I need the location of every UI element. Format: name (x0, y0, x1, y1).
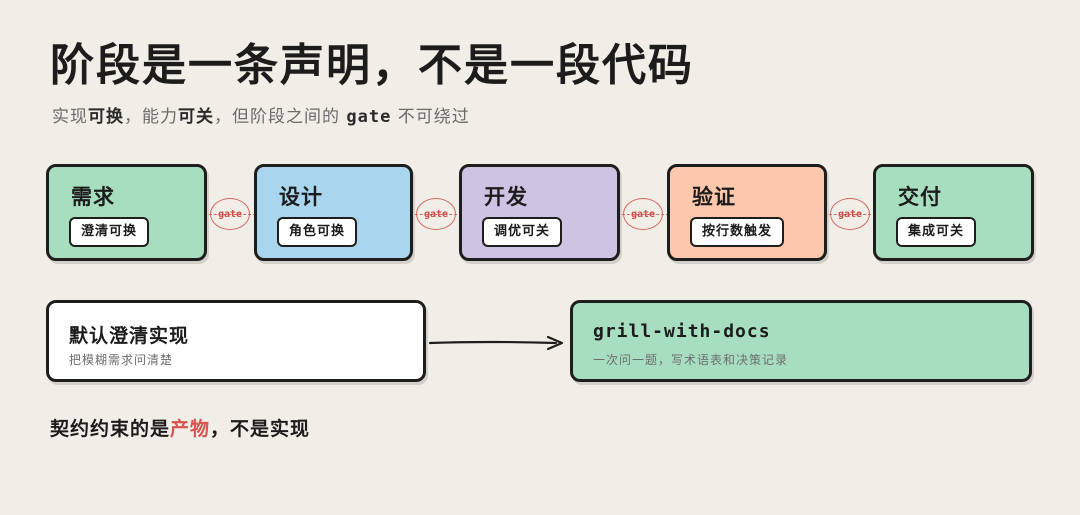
stage-name: 开发 (484, 185, 528, 209)
footer-part: 契约约束的是 (50, 418, 171, 440)
grill-with-docs-title: grill-with-docs (593, 321, 771, 342)
page-title: 阶段是一条声明，不是一段代码 (50, 40, 694, 91)
stage-name: 交付 (898, 185, 942, 209)
gate-3: gate (617, 198, 669, 230)
grill-with-docs-subtitle: 一次问一题，写术语表和决策记录 (593, 353, 789, 367)
stage-chip: 澄清可换 (69, 217, 150, 247)
footer-note: 契约约束的是产物，不是实现 (50, 414, 310, 441)
default-clarify-title: 默认澄清实现 (69, 325, 190, 347)
gate-1: gate (204, 198, 256, 230)
stage-development: 开发 调优可关 (459, 164, 620, 261)
flow-arrow (428, 335, 564, 351)
gate-4: gate (824, 198, 876, 230)
subtitle-part: ，能力 (124, 107, 178, 127)
stage-name: 需求 (71, 185, 115, 209)
subtitle-part: ，但阶段之间的 (214, 107, 347, 127)
stage-design: 设计 角色可换 (254, 164, 413, 261)
stage-name: 验证 (692, 185, 736, 209)
gate-2: gate (410, 198, 462, 230)
footer-highlight: 产物 (170, 418, 211, 440)
default-clarify-subtitle: 把模糊需求问清楚 (69, 353, 174, 367)
subtitle-gate-code: gate (346, 107, 392, 127)
stage-verification: 验证 按行数触发 (667, 164, 827, 261)
stage-chip: 调优可关 (482, 217, 563, 247)
subtitle-emphasis: 可换 (88, 107, 124, 127)
subtitle: 实现可换，能力可关，但阶段之间的 gate 不可绕过 (52, 104, 470, 130)
default-clarify-box: 默认澄清实现 把模糊需求问清楚 (46, 300, 426, 382)
stage-delivery: 交付 集成可关 (873, 164, 1034, 261)
subtitle-emphasis: 可关 (178, 107, 214, 127)
stage-name: 设计 (279, 185, 323, 209)
grill-with-docs-box: grill-with-docs 一次问一题，写术语表和决策记录 (570, 300, 1032, 382)
stage-requirements: 需求 澄清可换 (46, 164, 207, 261)
subtitle-part: 实现 (52, 107, 88, 127)
stage-chip: 角色可换 (277, 217, 358, 247)
stage-chip: 集成可关 (896, 217, 977, 247)
subtitle-part: 不可绕过 (391, 107, 470, 127)
stage-chip: 按行数触发 (690, 217, 785, 247)
footer-part: ，不是实现 (210, 418, 311, 440)
